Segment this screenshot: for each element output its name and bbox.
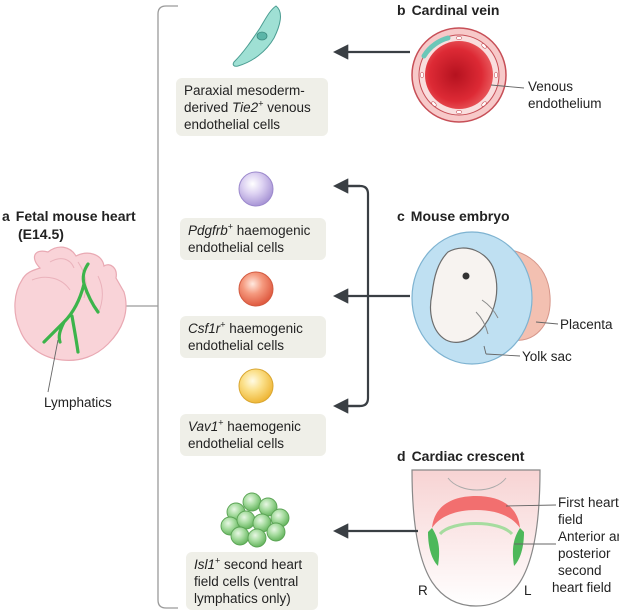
isl1-cell-description: Isl1+ second heart field cells (ventral … (186, 552, 318, 610)
lymphatic-vessels (42, 262, 100, 354)
vav1-cell-shape (238, 368, 274, 404)
cardinal-vein-illustration (411, 27, 525, 123)
second-heart-field-label-3: second (558, 563, 602, 578)
pdgfrb-cell-shape (238, 171, 274, 207)
first-heart-field-label-1: First heart (558, 495, 619, 510)
first-heart-field-label-2: field (558, 512, 583, 527)
left-side-label: L (524, 583, 532, 598)
pdgfrb-cell-description: Pdgfrb+ haemogenic endothelial cells (180, 218, 326, 260)
second-heart-field-label-1: Anterior and (558, 529, 619, 544)
yolk-sac-label: Yolk sac (522, 349, 572, 364)
bracket-line (157, 5, 178, 609)
placenta-label: Placenta (560, 317, 613, 332)
second-heart-field-label-4: heart field (552, 580, 612, 595)
panel-a-subtitle: (E14.5) (18, 226, 64, 242)
cardiac-crescent-illustration (411, 469, 557, 607)
endothelium-label: endothelium (528, 96, 602, 111)
second-heart-field-label-2: posterior (558, 546, 611, 561)
mouse-embryo-illustration (411, 231, 559, 365)
tie2-cell-description: Paraxial mesoderm- derived Tie2+ venous … (176, 78, 328, 136)
tie2-endothelial-cell-shape (232, 5, 281, 67)
isl1-cell-cluster (220, 492, 290, 548)
vav1-cell-description: Vav1+ haemogenic endothelial cells (180, 414, 326, 456)
csf1r-cell-description: Csf1r+ haemogenic endothelial cells (180, 316, 326, 358)
venous-label: Venous (528, 79, 574, 94)
lymphatics-label: Lymphatics (44, 395, 112, 410)
csf1r-cell-shape (238, 271, 274, 307)
right-side-label: R (418, 583, 428, 598)
fetal-heart-illustration (14, 246, 127, 393)
